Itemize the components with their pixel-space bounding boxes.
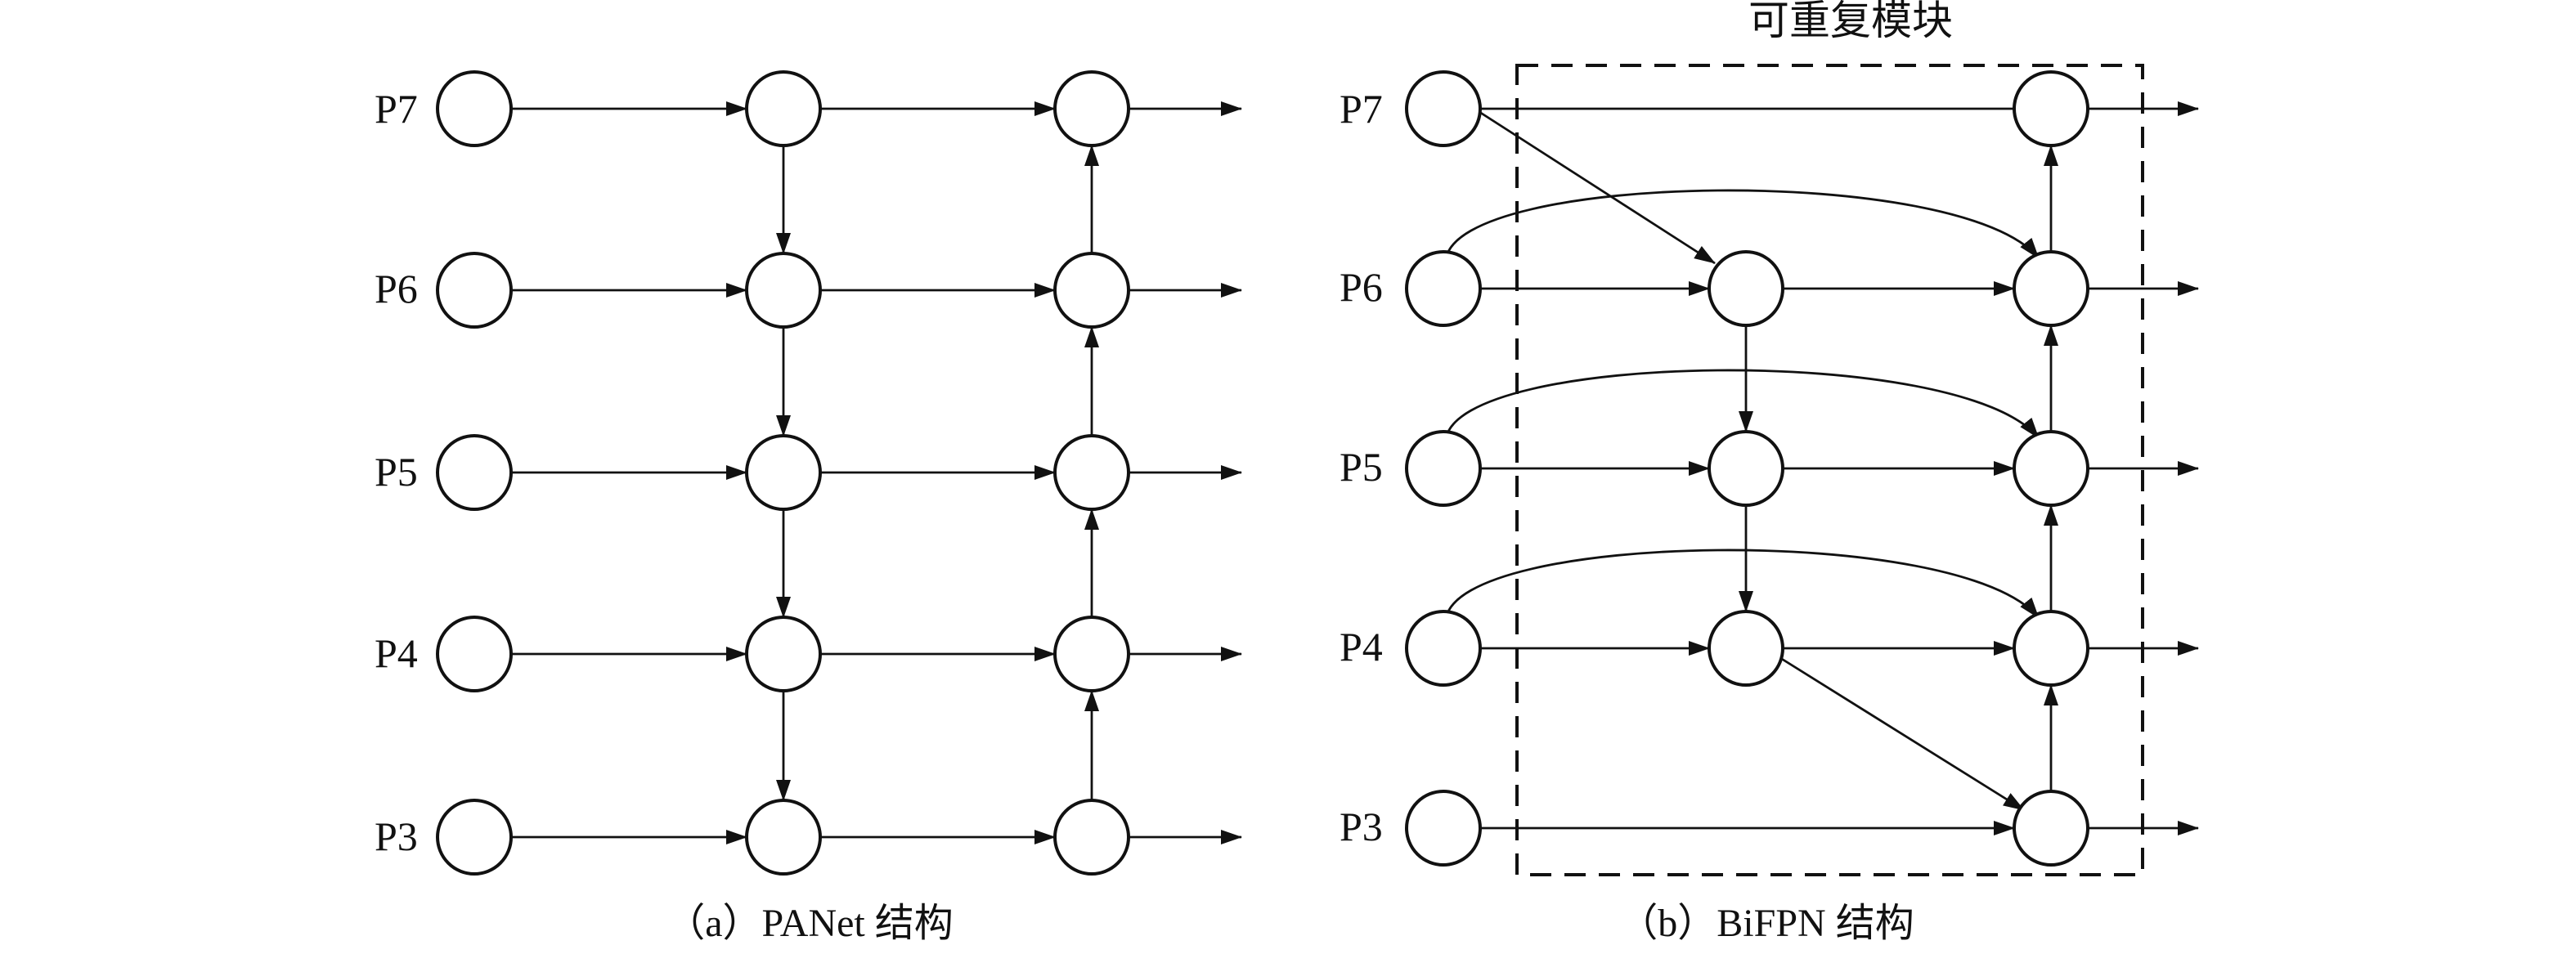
bifpn-node xyxy=(1708,610,1784,687)
bifpn-node xyxy=(1405,610,1482,687)
bifpn-node xyxy=(1405,790,1482,867)
panet-node xyxy=(1053,70,1130,147)
bifpn-node xyxy=(1405,430,1482,507)
bifpn-node xyxy=(2013,250,2089,327)
bifpn-node xyxy=(2013,790,2089,867)
bifpn-caption: （b）BiFPN 结构 xyxy=(1618,902,1914,945)
panet-node xyxy=(745,799,822,876)
bifpn-node xyxy=(2013,70,2089,147)
bifpn-node xyxy=(1405,70,1482,147)
panet-node xyxy=(436,799,513,876)
panet-node xyxy=(1053,616,1130,692)
panet-node xyxy=(745,434,822,511)
panet-label-p5: P5 xyxy=(375,449,418,495)
bifpn-skip-edges xyxy=(1444,189,2040,620)
bifpn-label-p7: P7 xyxy=(1340,86,1383,132)
panet-node xyxy=(1053,252,1130,329)
panet-panel: P7 P6 P5 P4 P3 xyxy=(375,70,1242,945)
bifpn-horizontal-edges xyxy=(1480,101,2199,835)
bifpn-diagonal-edges xyxy=(1476,109,2025,812)
panet-label-p3: P3 xyxy=(375,813,418,859)
panet-node xyxy=(436,434,513,511)
repeatable-block-box xyxy=(1515,64,2144,876)
panet-nodes xyxy=(436,70,1130,876)
bifpn-label-p5: P5 xyxy=(1340,444,1383,490)
panet-node xyxy=(436,70,513,147)
panet-node xyxy=(1053,434,1130,511)
bifpn-label-p6: P6 xyxy=(1340,264,1383,310)
bifpn-label-p3: P3 xyxy=(1340,804,1383,849)
panet-caption: （a）PANet 结构 xyxy=(666,902,954,945)
bifpn-node xyxy=(1405,250,1482,327)
bifpn-label-p4: P4 xyxy=(1340,624,1383,670)
repeatable-block-label: 可重复模块 xyxy=(1748,0,1953,43)
panet-label-p4: P4 xyxy=(375,630,418,676)
panet-node xyxy=(436,252,513,329)
panet-node xyxy=(745,252,822,329)
panet-horizontal-edges xyxy=(511,101,1242,844)
bifpn-panel: 可重复模块 P7 P6 P5 P4 P3 xyxy=(1340,0,2199,945)
panet-label-p7: P7 xyxy=(375,86,418,132)
panet-node xyxy=(436,616,513,692)
panet-node xyxy=(745,70,822,147)
panet-node xyxy=(745,616,822,692)
bifpn-node xyxy=(2013,610,2089,687)
bifpn-node xyxy=(1708,430,1784,507)
bifpn-node xyxy=(1708,250,1784,327)
panet-label-p6: P6 xyxy=(375,266,418,311)
bifpn-node xyxy=(2013,430,2089,507)
panet-node xyxy=(1053,799,1130,876)
bifpn-nodes xyxy=(1405,70,2089,867)
